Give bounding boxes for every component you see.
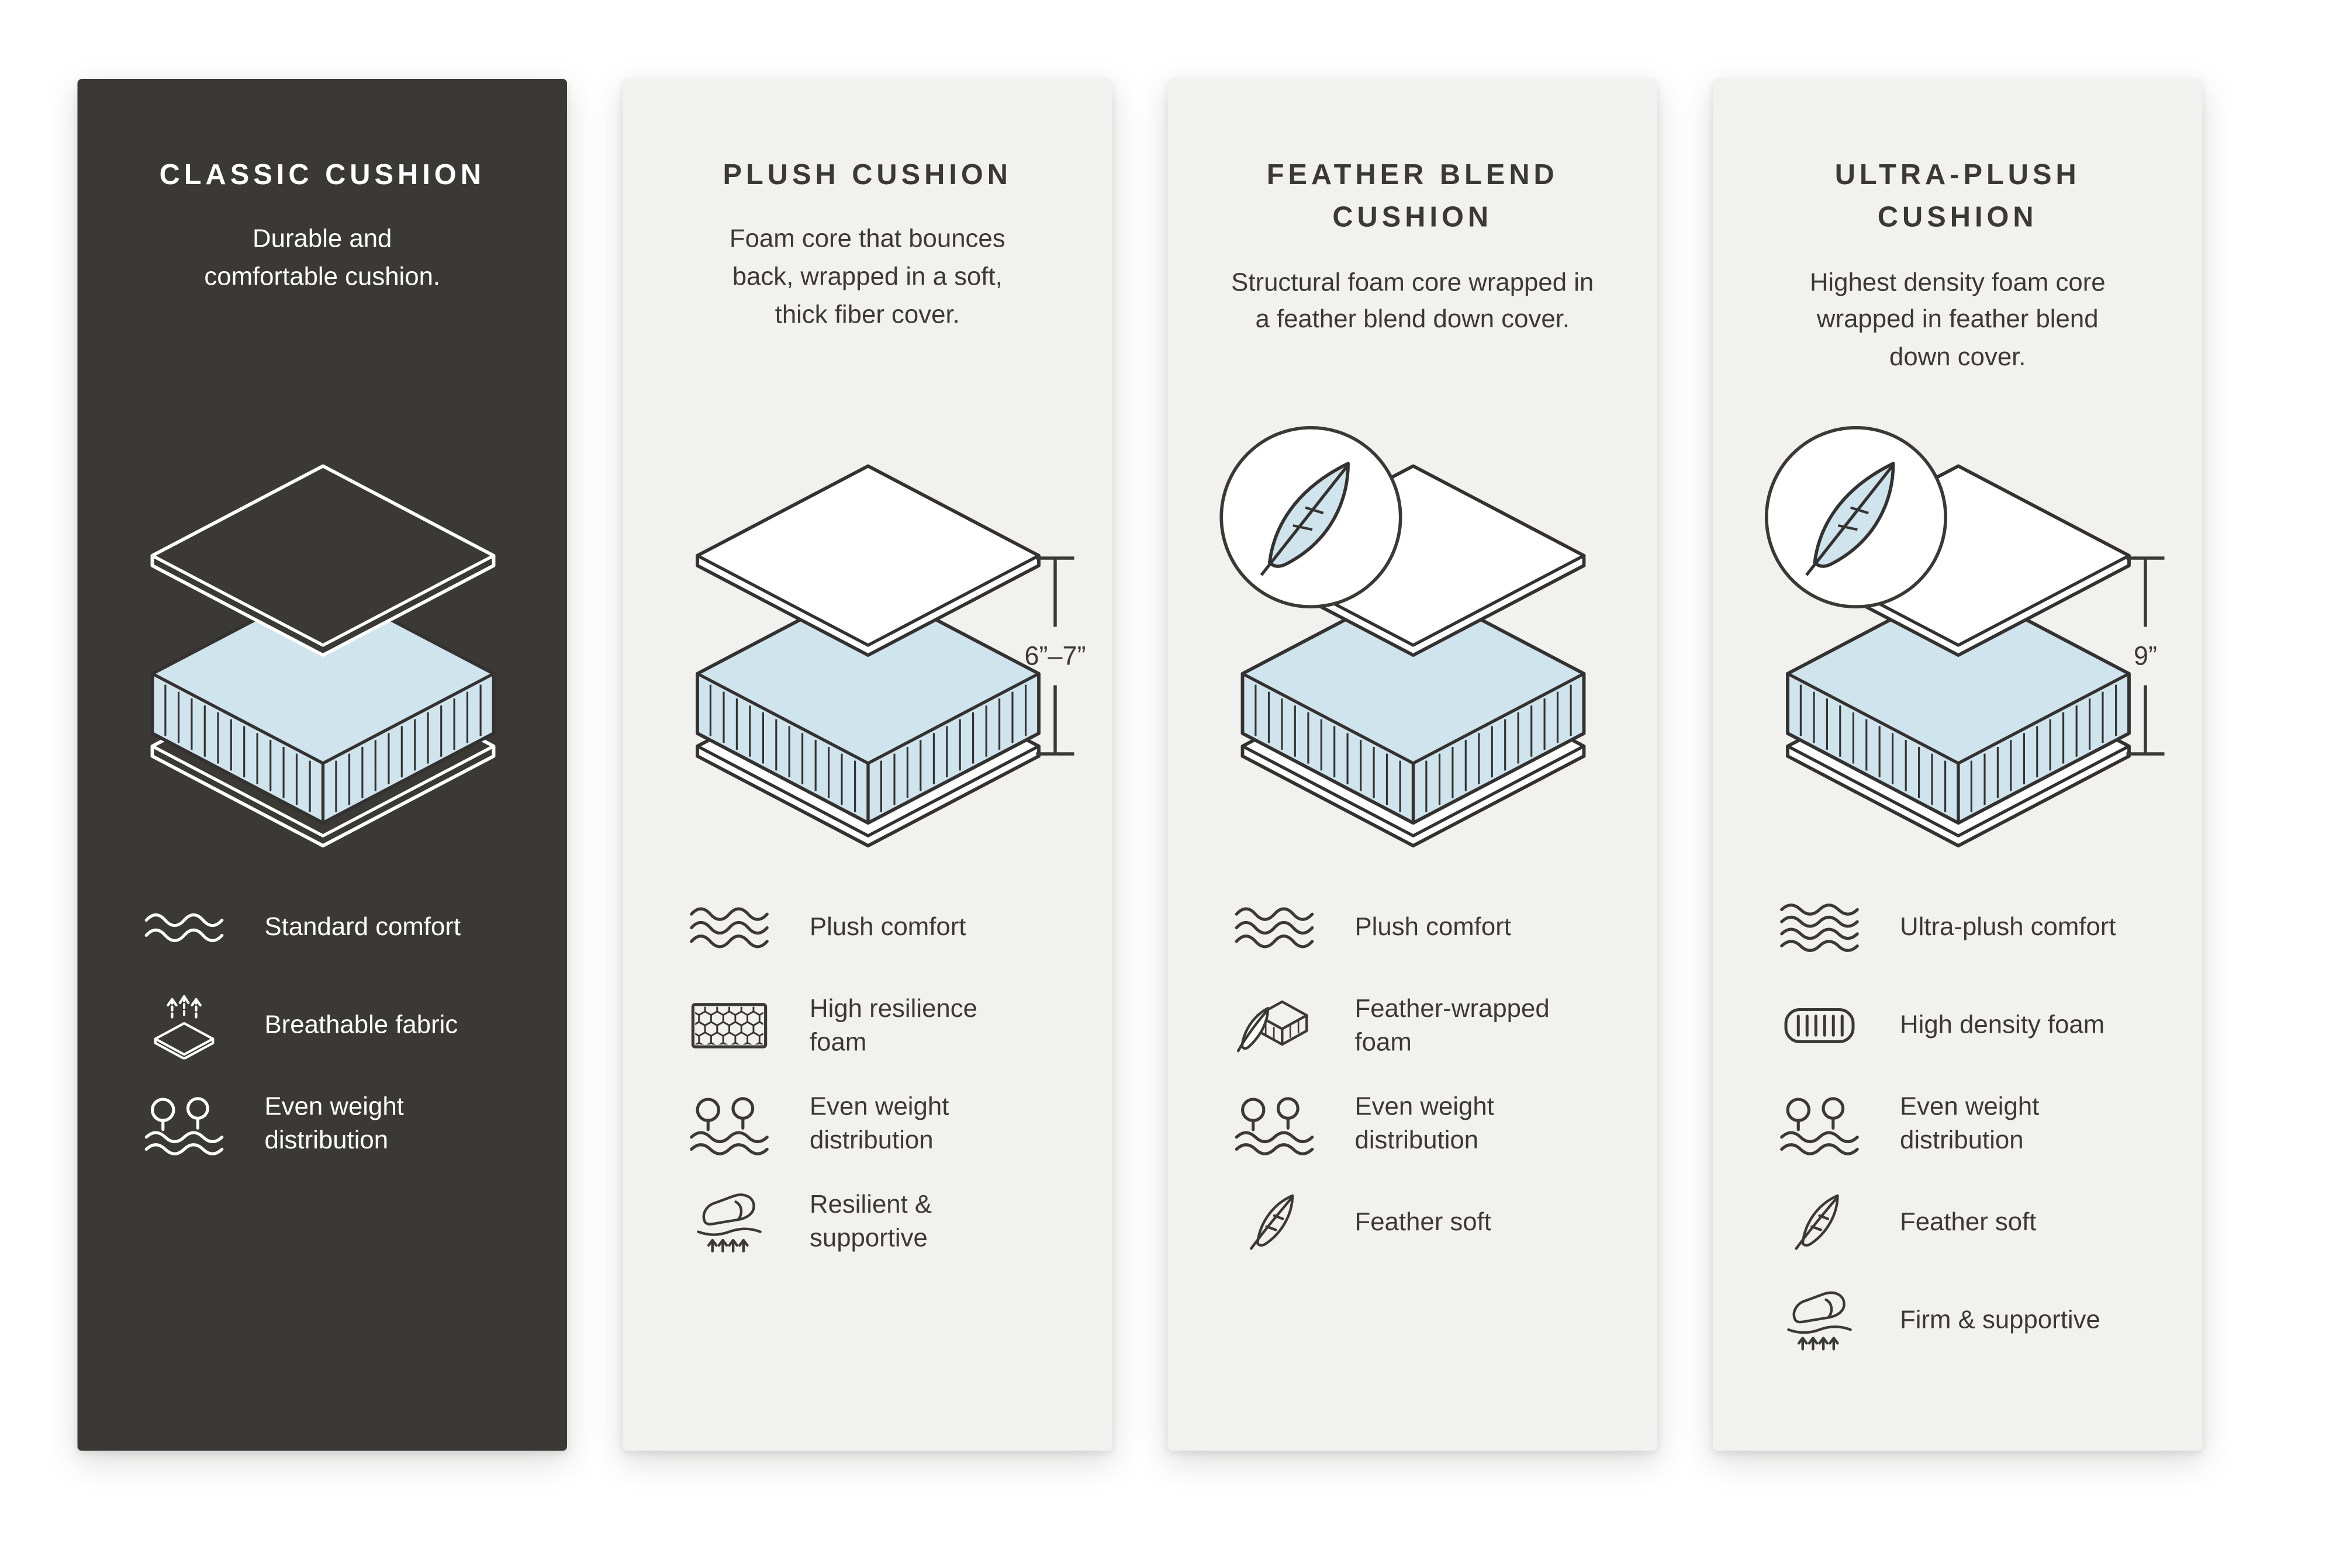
feature-item: Feather soft — [1777, 1188, 2188, 1255]
card-description: Highest density foam core wrapped in fea… — [1809, 266, 2106, 372]
card-title: CLASSIC CUSHION — [159, 159, 485, 192]
feature-label: High resilience foam — [810, 994, 977, 1057]
breathable-fabric-icon — [142, 992, 227, 1060]
feature-label: Even weight distribution — [264, 1091, 404, 1155]
feature-item: Firm & supportive — [1777, 1286, 2188, 1353]
press-support-icon — [1777, 1286, 1862, 1353]
card-description: Structural foam core wrapped in a feathe… — [1231, 266, 1594, 334]
feature-label: Breathable fabric — [264, 1010, 458, 1040]
feature-label: Plush comfort — [1354, 912, 1511, 942]
card-classic-cushion: CLASSIC CUSHION Durable and comfortable … — [77, 79, 567, 1451]
high-density-foam-icon — [1777, 992, 1862, 1060]
feature-item: Feather soft — [1232, 1188, 1643, 1255]
feature-item: Even weight distribution — [1232, 1090, 1643, 1157]
cushion-layers-diagram: 9” — [1744, 444, 2171, 862]
wave-icon — [1777, 894, 1862, 961]
feature-list: Plush comfort High resilience foam Even … — [687, 894, 1098, 1286]
feature-item: Breathable fabric — [142, 992, 553, 1060]
even-weight-icon — [687, 1091, 772, 1158]
feather-badge-icon — [1759, 421, 1952, 614]
feature-label: Ultra-plush comfort — [1900, 912, 2116, 942]
height-indicator: 9” — [2126, 556, 2164, 756]
feature-item: Resilient & supportive — [687, 1188, 1098, 1255]
feature-item: Even weight distribution — [142, 1090, 553, 1157]
card-ultra-plush-cushion: ULTRA-PLUSH CUSHION Highest density foam… — [1713, 79, 2203, 1451]
press-support-icon — [687, 1189, 772, 1256]
feature-item: Standard comfort — [142, 894, 553, 961]
feature-item: High resilience foam — [687, 992, 1098, 1060]
feature-list: Plush comfort Feather-wrapped foam Even … — [1232, 894, 1643, 1286]
even-weight-icon — [1232, 1091, 1317, 1158]
feature-label: Feather soft — [1354, 1206, 1491, 1236]
feature-item: Even weight distribution — [687, 1090, 1098, 1157]
card-feather-blend-cushion: FEATHER BLEND CUSHION Structural foam co… — [1167, 79, 1657, 1451]
card-description: Durable and comfortable cushion. — [204, 224, 441, 291]
feather-icon — [1232, 1188, 1317, 1255]
feature-label: Feather soft — [1900, 1206, 2037, 1236]
feature-label: Even weight distribution — [1900, 1091, 2040, 1155]
feature-item: Plush comfort — [1232, 894, 1643, 961]
feather-wrapped-foam-icon — [1232, 992, 1317, 1060]
feature-label: Firm & supportive — [1900, 1304, 2100, 1334]
feature-item: High density foam — [1777, 992, 2188, 1060]
feature-item: Plush comfort — [687, 894, 1098, 961]
card-deck: CLASSIC CUSHION Durable and comfortable … — [77, 79, 2203, 1451]
wave-icon — [142, 894, 227, 961]
feature-label: Plush comfort — [810, 912, 966, 942]
card-title: ULTRA-PLUSH CUSHION — [1834, 159, 2081, 234]
cushion-layers-diagram — [1199, 444, 1626, 862]
feature-label: Even weight distribution — [810, 1091, 949, 1155]
feather-icon — [1777, 1188, 1862, 1255]
feature-item: Ultra-plush comfort — [1777, 894, 2188, 961]
card-plush-cushion: PLUSH CUSHION Foam core that bounces bac… — [623, 79, 1112, 1451]
height-label: 6”–7” — [1024, 641, 1085, 671]
feature-label: Resilient & supportive — [810, 1189, 932, 1253]
feature-list: Standard comfort Breathable fabric Even … — [142, 894, 553, 1188]
card-title: FEATHER BLEND CUSHION — [1266, 159, 1558, 234]
cushion-layers-diagram — [109, 444, 535, 862]
wave-icon — [687, 894, 772, 961]
feature-list: Ultra-plush comfort High density foam Ev… — [1777, 894, 2188, 1384]
feature-label: Standard comfort — [264, 912, 461, 942]
card-title: PLUSH CUSHION — [723, 159, 1012, 192]
cushion-layers-diagram: 6”–7” — [654, 444, 1085, 862]
card-description: Foam core that bounces back, wrapped in … — [729, 224, 1005, 329]
cushion-layers-icon — [109, 444, 535, 858]
height-label: 9” — [2133, 641, 2157, 671]
feature-label: Feather-wrapped foam — [1354, 994, 1550, 1057]
feather-badge-icon — [1214, 421, 1406, 614]
wave-icon — [1232, 894, 1317, 961]
feature-label: High density foam — [1900, 1010, 2105, 1040]
even-weight-icon — [1777, 1090, 1862, 1157]
feature-item: Even weight distribution — [1777, 1090, 2188, 1157]
foam-cells-icon — [687, 992, 772, 1060]
even-weight-icon — [142, 1090, 227, 1157]
feature-item: Feather-wrapped foam — [1232, 992, 1643, 1060]
height-indicator: 6”–7” — [1024, 556, 1085, 756]
feature-label: Even weight distribution — [1354, 1091, 1494, 1155]
